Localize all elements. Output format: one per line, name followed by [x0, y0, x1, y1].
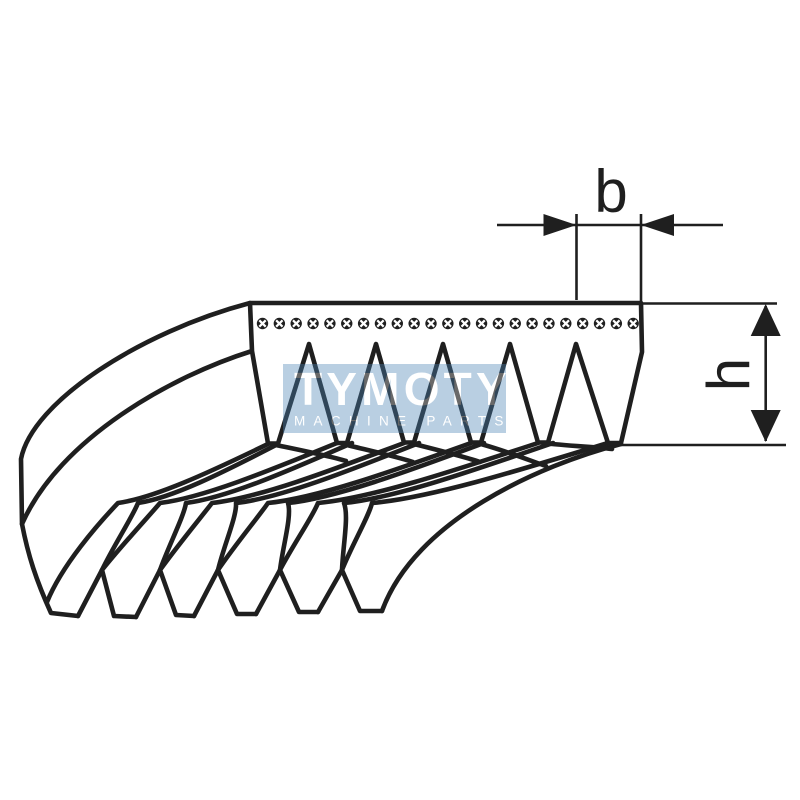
svg-text:TYMOTY: TYMOTY [294, 363, 511, 415]
svg-text:MACHINE PARTS: MACHINE PARTS [294, 414, 512, 429]
svg-text:h: h [695, 358, 762, 391]
svg-text:b: b [594, 158, 627, 225]
